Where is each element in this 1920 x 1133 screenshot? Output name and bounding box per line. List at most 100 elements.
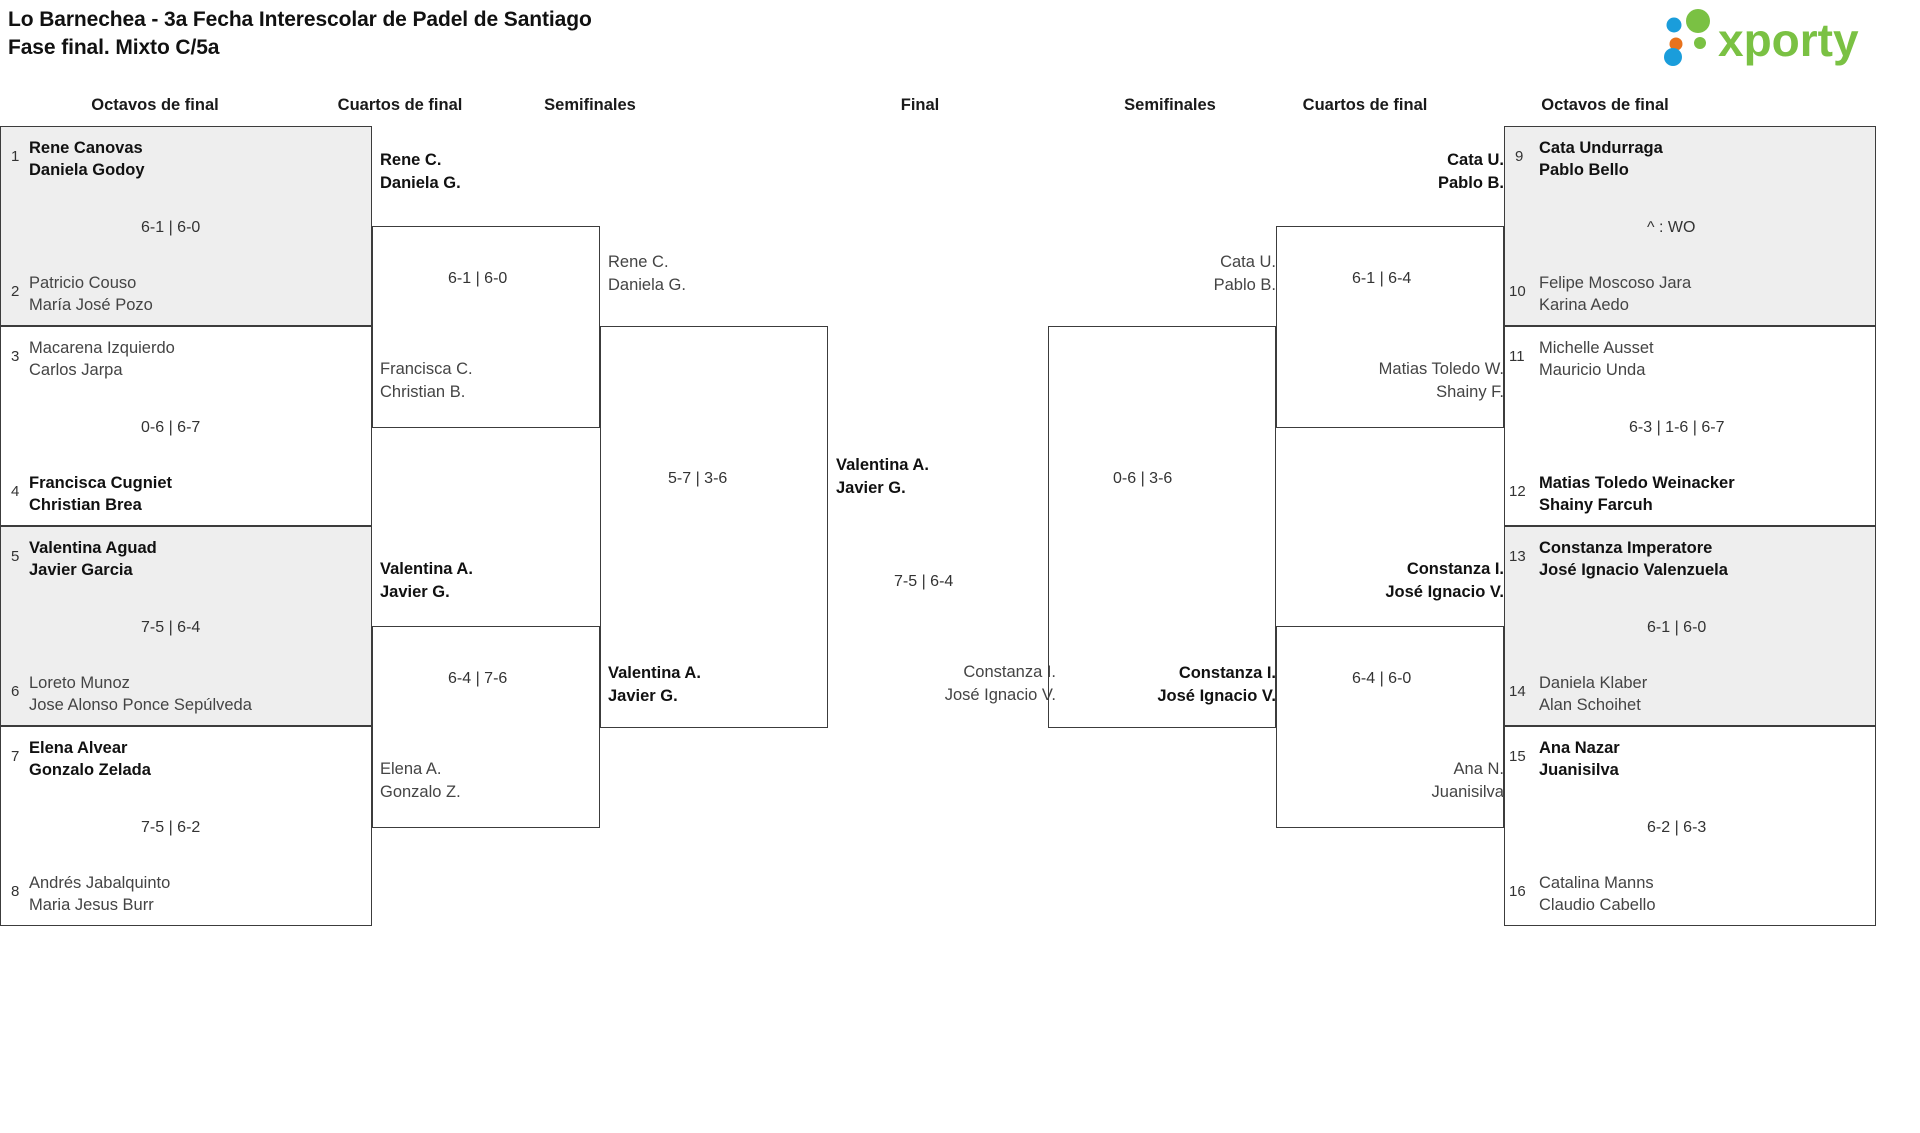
match-score: ^ : WO [1647, 219, 1696, 236]
right-cuartos-team-player2: Pablo B. [1437, 174, 1504, 192]
right-semis-match-box[interactable] [1048, 326, 1276, 728]
cuartos-team-player1: Rene C. [380, 151, 442, 169]
seed-number: 12 [1509, 483, 1526, 500]
team-player2: Mauricio Unda [1539, 361, 1646, 379]
octavo-match-4[interactable]: 7 Elena Alvear Gonzalo Zelada 7-5 | 6-2 … [0, 726, 372, 926]
right-semis-team-player2: José Ignacio V. [1157, 687, 1276, 705]
seed-number: 11 [1509, 348, 1525, 365]
right-cuartos-score: 6-4 | 6-0 [1352, 670, 1412, 687]
seed-number: 10 [1509, 283, 1526, 300]
team-player2: Alan Schoihet [1539, 696, 1641, 714]
semis-team-player2: Javier G. [608, 687, 678, 705]
semis-team-player2: Daniela G. [608, 276, 686, 294]
seed-number: 9 [1515, 148, 1524, 165]
final-team-top-player1: Valentina A. [836, 456, 929, 474]
team-player2: Juanisilva [1539, 761, 1619, 779]
team-player2: María José Pozo [29, 296, 153, 314]
team-player1: Valentina Aguad [29, 539, 157, 557]
team-player1: Rene Canovas [29, 139, 143, 157]
octavo-match-5[interactable]: 9 Cata Undurraga Pablo Bello ^ : WO 10 F… [1504, 126, 1876, 326]
right-semis-team-player1: Cata U. [1220, 253, 1276, 271]
cuartos-team-player1: Elena A. [380, 760, 442, 778]
final-team-bottom-player1: Constanza I. [963, 663, 1056, 681]
match-score: 6-2 | 6-3 [1647, 819, 1707, 836]
round-heading-final: Final [900, 96, 940, 114]
match-score: 6-3 | 1-6 | 6-7 [1629, 419, 1725, 436]
svg-text:xporty: xporty [1718, 14, 1859, 66]
octavo-match-8[interactable]: 15 Ana Nazar Juanisilva 6-2 | 6-3 16 Cat… [1504, 726, 1876, 926]
right-cuartos-team-player2: José Ignacio V. [1385, 583, 1504, 601]
octavo-match-2[interactable]: 3 Macarena Izquierdo Carlos Jarpa 0-6 | … [0, 326, 372, 526]
match-score: 0-6 | 6-7 [141, 419, 201, 436]
final-score: 7-5 | 6-4 [894, 573, 954, 590]
team-player2: Jose Alonso Ponce Sepúlveda [29, 696, 252, 714]
seed-number: 16 [1509, 883, 1526, 900]
round-heading-left-octavos: Octavos de final [91, 96, 219, 114]
semis-team-player1: Valentina A. [608, 664, 701, 682]
right-semis-team-player2: Pablo B. [1213, 276, 1276, 294]
seed-number: 3 [11, 348, 20, 365]
round-heading-right-cuartos: Cuartos de final [1302, 96, 1428, 114]
cuartos-team-player2: Javier G. [380, 583, 450, 601]
seed-number: 13 [1509, 548, 1526, 565]
final-team-bottom-player2: José Ignacio V. [944, 686, 1056, 704]
right-cuartos-team-player1: Ana N. [1453, 760, 1504, 778]
seed-number: 6 [11, 683, 20, 700]
team-player1: Ana Nazar [1539, 739, 1620, 757]
cuartos-team-player2: Daniela G. [380, 174, 461, 192]
team-player1: Michelle Ausset [1539, 339, 1654, 357]
match-score: 6-1 | 6-0 [1647, 619, 1707, 636]
cuartos-team-player2: Gonzalo Z. [380, 783, 461, 801]
team-player1: Constanza Imperatore [1539, 539, 1713, 557]
match-score: 7-5 | 6-2 [141, 819, 201, 836]
right-cuartos-team-player1: Constanza I. [1406, 560, 1504, 578]
seed-number: 7 [11, 748, 20, 765]
team-player2: Carlos Jarpa [29, 361, 123, 379]
right-cuartos-team-player1: Cata U. [1447, 151, 1504, 169]
cuartos-match-box-1[interactable] [372, 226, 600, 428]
team-player1: Francisca Cugniet [29, 474, 173, 492]
team-player1: Catalina Manns [1539, 874, 1654, 892]
cuartos-score: 6-1 | 6-0 [448, 270, 508, 287]
final-team-top-player2: Javier G. [836, 479, 906, 497]
team-player2: Karina Aedo [1539, 296, 1629, 314]
team-player1: Cata Undurraga [1539, 139, 1663, 157]
team-player2: Claudio Cabello [1539, 896, 1656, 914]
seed-number: 8 [11, 883, 20, 900]
xporty-logo[interactable]: xporty [1656, 8, 1906, 66]
octavo-match-1[interactable]: 1 Rene Canovas Daniela Godoy 6-1 | 6-0 2… [0, 126, 372, 326]
team-player2: Daniela Godoy [29, 161, 145, 179]
octavo-match-7[interactable]: 13 Constanza Imperatore José Ignacio Val… [1504, 526, 1876, 726]
cuartos-match-box-2[interactable] [372, 626, 600, 828]
octavo-match-3[interactable]: 5 Valentina Aguad Javier Garcia 7-5 | 6-… [0, 526, 372, 726]
seed-number: 2 [11, 283, 20, 300]
seed-number: 15 [1509, 748, 1526, 765]
right-cuartos-score: 6-1 | 6-4 [1352, 270, 1412, 287]
right-cuartos-match-box-2[interactable] [1276, 626, 1504, 828]
team-player1: Matias Toledo Weinacker [1539, 474, 1735, 492]
team-player2: Pablo Bello [1539, 161, 1629, 179]
seed-number: 14 [1509, 683, 1526, 700]
team-player1: Daniela Klaber [1539, 674, 1648, 692]
cuartos-team-player1: Francisca C. [380, 360, 473, 378]
match-score: 6-1 | 6-0 [141, 219, 201, 236]
team-player1: Loreto Munoz [29, 674, 130, 692]
team-player1: Elena Alvear [29, 739, 128, 757]
page-title: Lo Barnechea - 3a Fecha Interescolar de … [8, 6, 592, 61]
team-player2: Maria Jesus Burr [29, 896, 154, 914]
match-score: 7-5 | 6-4 [141, 619, 201, 636]
right-cuartos-team-player2: Juanisilva [1431, 783, 1504, 801]
team-player1: Felipe Moscoso Jara [1539, 274, 1692, 292]
round-heading-right-semis: Semifinales [1124, 96, 1216, 114]
cuartos-team-player1: Valentina A. [380, 560, 473, 578]
octavo-match-6[interactable]: 11 Michelle Ausset Mauricio Unda 6-3 | 1… [1504, 326, 1876, 526]
right-cuartos-match-box-1[interactable] [1276, 226, 1504, 428]
semis-match-box[interactable] [600, 326, 828, 728]
tournament-title-line1: Lo Barnechea - 3a Fecha Interescolar de … [8, 8, 592, 31]
right-semis-score: 0-6 | 3-6 [1113, 470, 1173, 487]
semis-team-player1: Rene C. [608, 253, 669, 271]
team-player2: Gonzalo Zelada [29, 761, 151, 779]
seed-number: 5 [11, 548, 20, 565]
round-heading-right-octavos: Octavos de final [1541, 96, 1669, 114]
cuartos-score: 6-4 | 7-6 [448, 670, 508, 687]
